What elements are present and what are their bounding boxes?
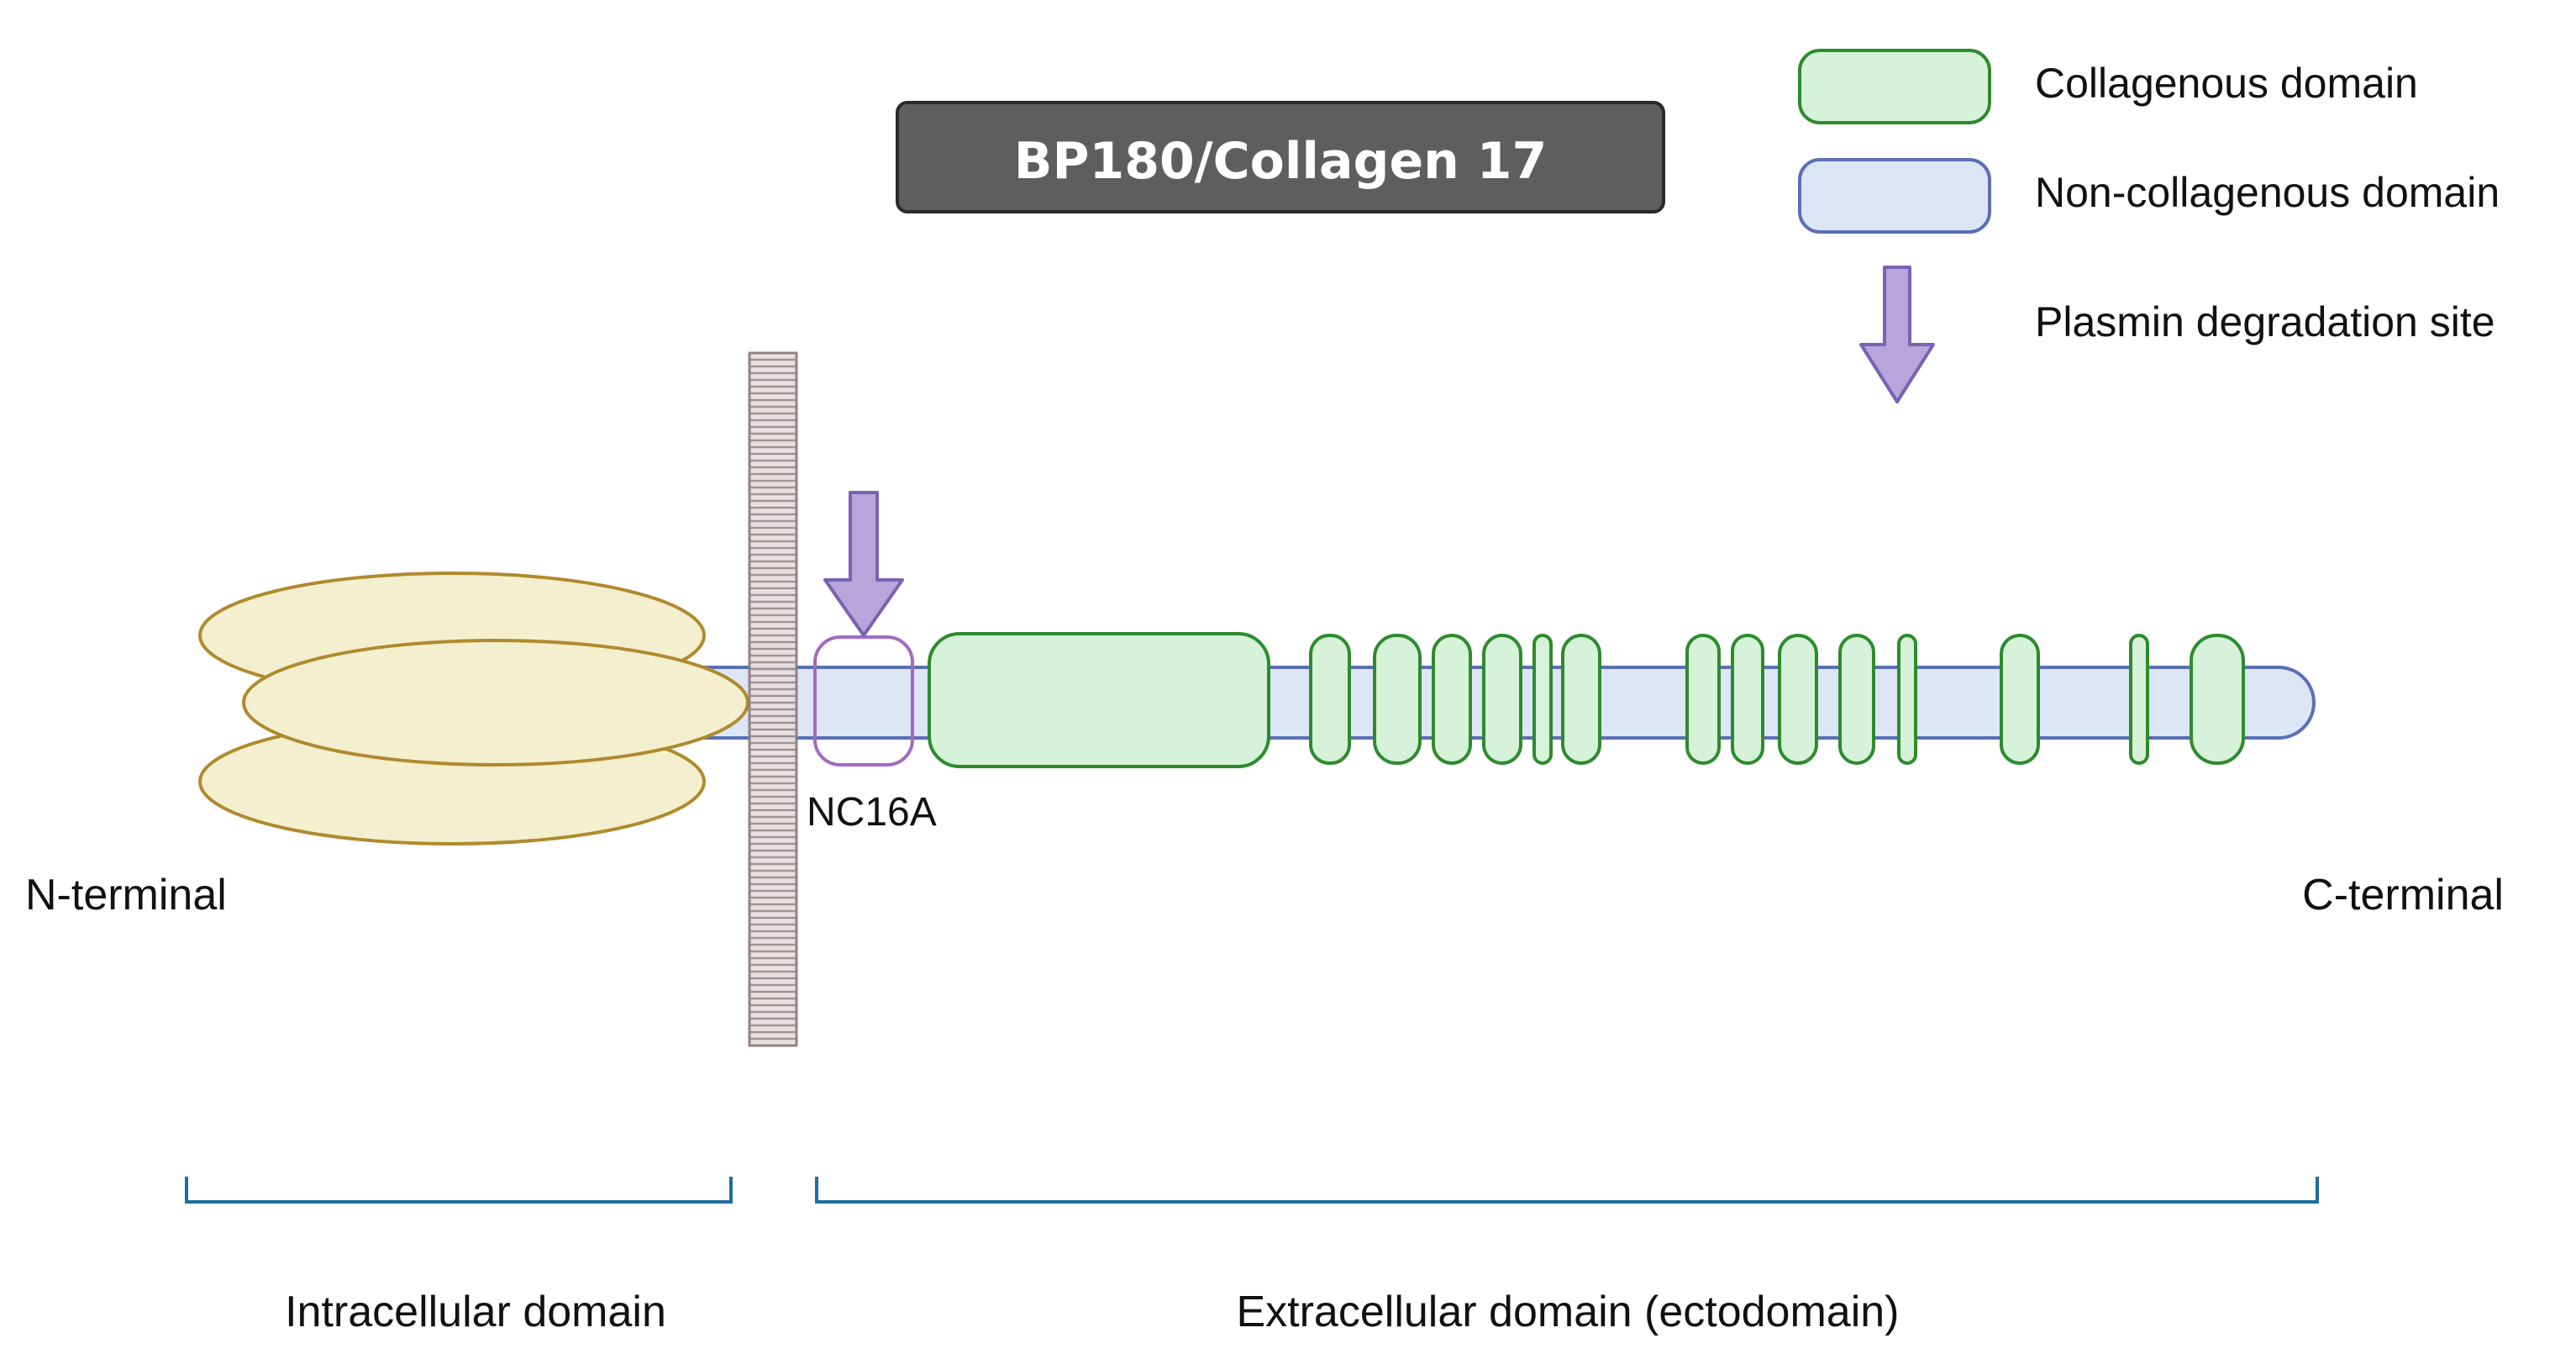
legend-label-noncollagenous: Non-collagenous domain bbox=[2035, 169, 2500, 216]
title-banner: BP180/Collagen 17 bbox=[896, 101, 1665, 213]
legend-swatch-collagenous bbox=[1798, 49, 1991, 124]
page-title: BP180/Collagen 17 bbox=[1014, 132, 1547, 191]
collagenous-segment bbox=[1731, 634, 1764, 765]
c-terminal-label: C-terminal bbox=[2302, 871, 2504, 919]
legend: Collagenous domain Non-collagenous domai… bbox=[1798, 49, 2500, 403]
legend-label-plasmin: Plasmin degradation site bbox=[2035, 298, 2495, 345]
collagenous-segment bbox=[1838, 634, 1875, 765]
collagenous-segment bbox=[1482, 634, 1522, 765]
intracellular-globular-domain bbox=[198, 572, 749, 846]
legend-down-arrow-icon bbox=[1859, 266, 1935, 403]
cell-membrane bbox=[748, 351, 798, 1047]
extracellular-bracket bbox=[815, 1177, 2319, 1204]
collagenous-segment bbox=[1309, 634, 1351, 765]
collagenous-segment bbox=[1373, 634, 1422, 765]
intracellular-bracket bbox=[185, 1177, 733, 1204]
intracellular-domain-label: Intracellular domain bbox=[285, 1288, 666, 1336]
collagenous-segment bbox=[1897, 634, 1917, 765]
collagenous-segment bbox=[2190, 634, 2245, 765]
collagenous-segment bbox=[1778, 634, 1818, 765]
globule-middle bbox=[242, 639, 749, 767]
collagenous-segment bbox=[1561, 634, 1601, 765]
collagenous-segment bbox=[1532, 634, 1553, 765]
collagenous-segment bbox=[1432, 634, 1472, 765]
collagenous-segment bbox=[2129, 634, 2149, 765]
title-box bbox=[896, 101, 1665, 213]
collagenous-segment bbox=[2000, 634, 2040, 765]
plasmin-site-arrow-icon bbox=[823, 491, 904, 637]
legend-swatch-noncollagenous bbox=[1798, 158, 1991, 234]
extracellular-domain-label: Extracellular domain (ectodomain) bbox=[1236, 1288, 1899, 1336]
collagenous-block-large bbox=[928, 632, 1270, 768]
collagenous-segment bbox=[1685, 634, 1721, 765]
nc16a-label: NC16A bbox=[807, 790, 937, 835]
n-terminal-label: N-terminal bbox=[25, 871, 227, 919]
legend-label-collagenous: Collagenous domain bbox=[2035, 60, 2418, 107]
collagenous-segments bbox=[1309, 634, 2245, 765]
